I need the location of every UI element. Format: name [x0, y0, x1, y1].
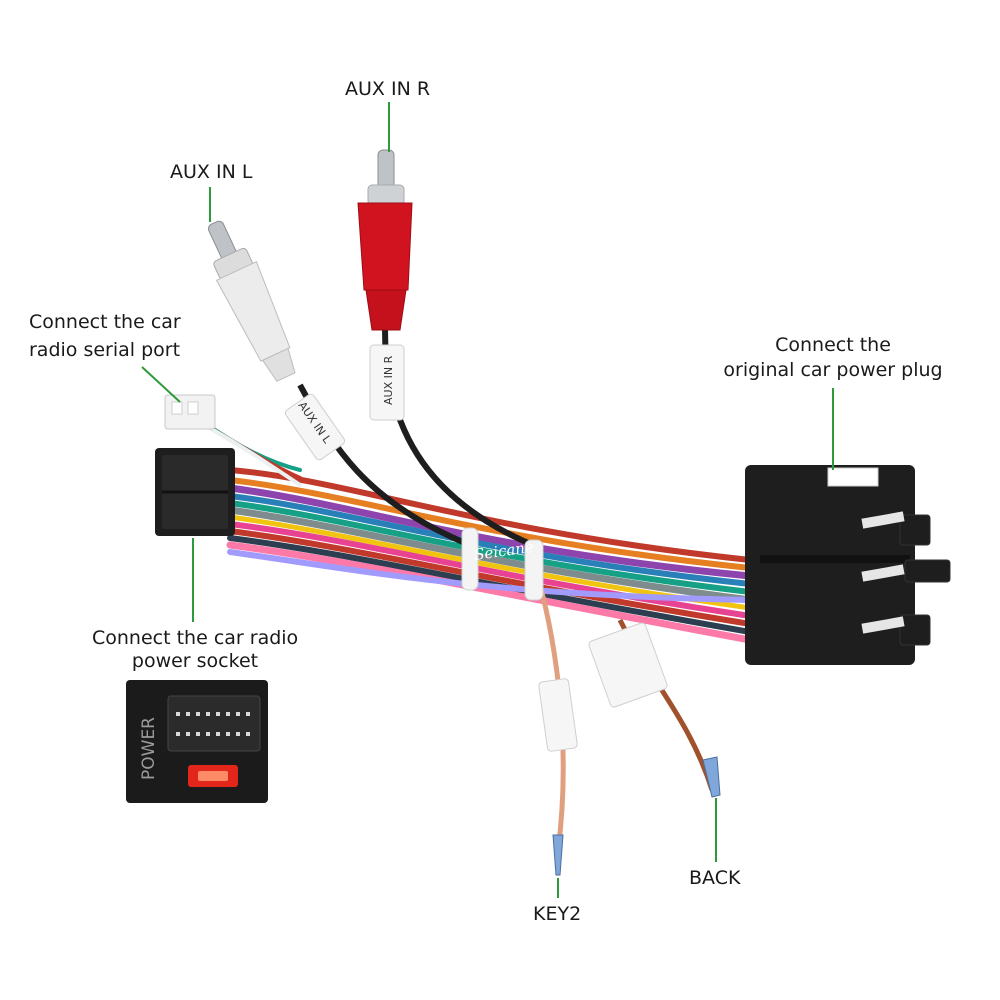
- label-socket-line2: power socket: [131, 650, 259, 672]
- original-plug-connector: [745, 465, 951, 665]
- label-serial-port-line2: radio serial port: [29, 339, 181, 361]
- label-back: BACK: [689, 867, 741, 889]
- label-serial-port-line1: Connect the car: [29, 311, 181, 333]
- power-socket-panel: POWER: [126, 680, 268, 803]
- label-orig-plug-line1: Connect the: [775, 334, 891, 356]
- aux-l-plug: [207, 220, 296, 382]
- label-orig-plug-line2: original car power plug: [723, 359, 943, 381]
- cable-tie-1: [461, 527, 479, 591]
- label-aux-in-l: AUX IN L: [170, 161, 253, 183]
- key2-terminal: [552, 834, 564, 876]
- wire-bundle: [198, 418, 754, 644]
- leader-serial: [141, 366, 181, 403]
- leader-lines: [141, 102, 834, 898]
- power-panel-text: POWER: [139, 717, 159, 780]
- aux-r-plug: [357, 149, 413, 331]
- label-socket-line1: Connect the car radio: [92, 627, 299, 649]
- svg-text:AUX IN R: AUX IN R: [382, 355, 395, 405]
- radio-socket-connector: [155, 448, 235, 536]
- serial-port-connector: [164, 394, 216, 430]
- label-key2: KEY2: [533, 903, 582, 925]
- aux-r-tag: AUX IN R: [369, 344, 405, 421]
- back-terminal: [702, 756, 721, 798]
- label-aux-in-r: AUX IN R: [345, 78, 431, 100]
- back-tag: [588, 622, 668, 708]
- cable-tie-2: [524, 539, 544, 601]
- key2-tag: [538, 678, 578, 752]
